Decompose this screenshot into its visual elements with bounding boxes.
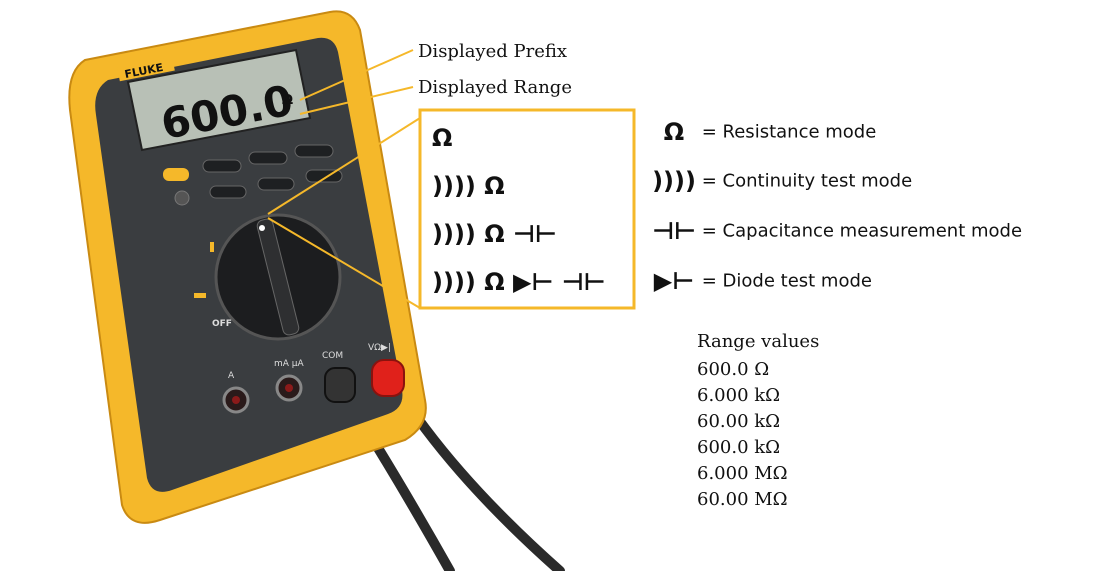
displayed-prefix-label: Displayed Prefix bbox=[418, 41, 568, 62]
peak-button bbox=[209, 185, 247, 199]
list-item: 6.000 MΩ bbox=[697, 463, 788, 484]
legend-resistance-text: = Resistance mode bbox=[701, 121, 877, 143]
continuity-icon: )))) bbox=[652, 167, 696, 195]
prefix-callout-line bbox=[299, 49, 414, 101]
dial-off-label: OFF bbox=[212, 319, 232, 329]
list-item: 600.0 kΩ bbox=[697, 437, 781, 458]
dial-arrow-mark bbox=[259, 225, 265, 231]
black-probe-plug bbox=[324, 367, 356, 403]
dial-yellow-mark bbox=[194, 293, 206, 298]
auto-hold-button bbox=[294, 144, 334, 158]
min-max-button bbox=[202, 159, 242, 173]
legend-capacitance: ⊣⊢ = Capacitance measurement mode bbox=[652, 217, 1022, 245]
legend-resistance: Ω = Resistance mode bbox=[652, 118, 877, 146]
rel-button bbox=[257, 177, 295, 191]
yellow-button bbox=[163, 168, 189, 181]
lcd-unit: Ω bbox=[282, 93, 293, 108]
list-item: 60.00 MΩ bbox=[697, 489, 788, 510]
list-item: 600.0 Ω bbox=[697, 359, 770, 380]
displayed-range-label: Displayed Range bbox=[418, 77, 572, 98]
terminal-com-label: COM bbox=[322, 351, 343, 361]
backlight-button bbox=[174, 190, 190, 206]
capacitor-icon: ⊣⊢ bbox=[652, 217, 696, 245]
range-values-title: Range values bbox=[697, 331, 820, 352]
mode-box bbox=[418, 108, 636, 310]
mode-box-row-2: )))) Ω bbox=[432, 172, 505, 200]
brand-plate bbox=[117, 56, 175, 82]
mode-box-row-1: Ω bbox=[432, 124, 453, 152]
red-probe-plug bbox=[371, 359, 405, 397]
range-button bbox=[248, 151, 288, 165]
legend-capacitance-text: = Capacitance measurement mode bbox=[701, 220, 1023, 242]
ohm-icon: Ω bbox=[663, 118, 685, 146]
dial-callout-line-bottom bbox=[267, 217, 421, 309]
diode-icon: ▶⊢ bbox=[653, 267, 695, 295]
dial-pointer bbox=[256, 218, 300, 336]
legend-continuity: )))) = Continuity test mode bbox=[652, 167, 912, 195]
legend-diode: ▶⊢ = Diode test mode bbox=[652, 267, 872, 295]
terminal-ma-label: mA μA bbox=[274, 359, 305, 369]
legend-continuity-text: = Continuity test mode bbox=[701, 170, 913, 192]
list-item: 6.000 kΩ bbox=[697, 385, 781, 406]
dial-yellow-mark-top bbox=[210, 242, 214, 252]
dial-callout-line-top bbox=[267, 117, 421, 215]
mode-box-row-4: )))) Ω ▶⊢ ⊣⊢ bbox=[432, 268, 606, 296]
range-values-list: 600.0 Ω 6.000 kΩ 60.00 kΩ 600.0 kΩ 6.000… bbox=[697, 357, 788, 513]
range-callout-line bbox=[299, 86, 414, 115]
list-item: 60.00 kΩ bbox=[697, 411, 781, 432]
legend-diode-text: = Diode test mode bbox=[701, 270, 872, 292]
terminal-v-label: VΩ▶| bbox=[368, 343, 391, 353]
mode-box-row-3: )))) Ω ⊣⊢ bbox=[432, 220, 557, 248]
terminal-a-label: A bbox=[228, 371, 235, 381]
lcd-display bbox=[126, 48, 312, 152]
